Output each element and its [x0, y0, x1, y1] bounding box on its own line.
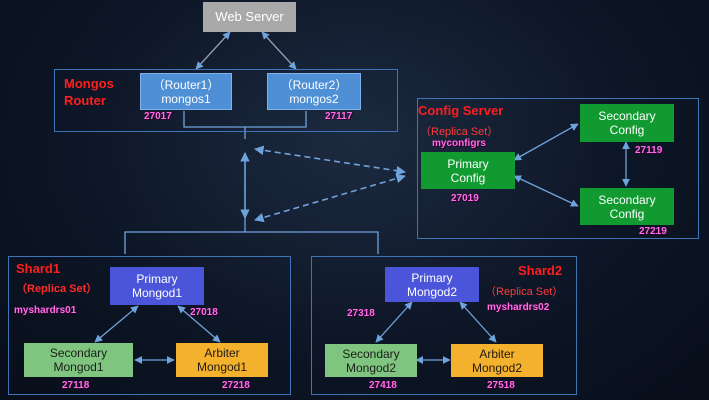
shard2-secondary-line1: Secondary	[342, 346, 400, 361]
shard1-primary-line1: Primary	[136, 272, 178, 286]
shard-split-bracket	[124, 231, 379, 254]
link-shard2-primary-secondary	[375, 301, 413, 343]
config-primary-line2: Config	[450, 170, 486, 185]
config-secondary1-line2: Config	[609, 123, 645, 137]
config-secondary2-line2: Config	[609, 206, 645, 221]
shard1-secondary-port: 27118	[62, 380, 90, 391]
router1-line1: （Router1）	[152, 77, 220, 92]
config-secondary1-line1: Secondary	[598, 109, 656, 123]
mongos-router-region	[54, 69, 398, 132]
shard1-subtitle: （Replica Set）	[16, 283, 98, 295]
shard2-arbiter-line1: Arbiter	[479, 346, 515, 361]
config-server-region	[417, 98, 699, 239]
shard1-region	[8, 256, 291, 395]
config-secondary1-node: Secondary Config	[580, 104, 674, 142]
config-server-subtitle: （Replica Set）	[420, 126, 499, 138]
shard1-secondary-node: Secondary Mongod1	[24, 343, 133, 377]
config-secondary2-port: 27219	[639, 226, 667, 237]
shard2-arbiter-node: Arbiter Mongod2	[451, 344, 543, 377]
config-server-set-name: myconfigrs	[432, 138, 486, 149]
shard1-set-name: myshardrs01	[14, 305, 77, 316]
link-web-router2	[261, 31, 297, 70]
dashed-link-config-lower	[254, 173, 406, 223]
router2-node: （Router2） mongos2	[267, 73, 361, 110]
shard2-arbiter-port: 27518	[487, 380, 515, 391]
shard1-arbiter-line2: Mongod1	[196, 360, 248, 374]
shard2-secondary-line2: Mongod2	[345, 360, 397, 375]
config-primary-line1: Primary	[447, 156, 489, 171]
shard2-arbiter-line2: Mongod2	[471, 360, 523, 375]
shard2-primary-port: 27318	[347, 308, 375, 319]
config-server-title: Config Server	[418, 103, 504, 118]
link-shard2-primary-arbiter	[459, 301, 497, 343]
router1-line2: mongos1	[161, 91, 211, 106]
shard1-primary-line2: Mongod1	[131, 286, 183, 300]
shard2-region	[311, 256, 577, 395]
config-primary-node: Primary Config	[421, 152, 515, 189]
link-shard1-primary-arbiter	[177, 305, 221, 343]
shard2-primary-node: Primary Mongod2	[385, 267, 479, 302]
shard1-secondary-line2: Mongod1	[53, 360, 104, 374]
shard1-arbiter-node: Arbiter Mongod1	[176, 343, 268, 377]
config-primary-port: 27019	[451, 193, 479, 204]
shard2-primary-line1: Primary	[411, 270, 453, 285]
shard1-secondary-line1: Secondary	[49, 346, 108, 360]
config-secondary2-node: Secondary Config	[580, 188, 674, 225]
dashed-link-config-upper	[254, 145, 406, 176]
shard2-secondary-port: 27418	[369, 380, 397, 391]
link-config-primary-secondary2	[513, 175, 579, 207]
shard1-title: Shard1	[16, 261, 61, 276]
config-secondary2-line1: Secondary	[598, 192, 656, 207]
shard2-title: Shard2	[518, 263, 563, 278]
shard2-primary-line2: Mongod2	[406, 284, 458, 299]
web-server-node: Web Server	[203, 2, 296, 32]
router1-port: 27017	[144, 111, 172, 122]
link-config-primary-secondary1	[513, 123, 579, 161]
shard1-arbiter-port: 27218	[222, 380, 250, 391]
shard2-subtitle: （Replica Set）	[485, 286, 564, 298]
mongos-router-title-line2: Router	[64, 93, 106, 108]
router1-node: （Router1） mongos1	[140, 73, 232, 110]
link-web-router1	[195, 31, 231, 70]
shard2-secondary-node: Secondary Mongod2	[325, 344, 417, 377]
mongos-router-title: Mongos Router	[64, 75, 114, 109]
router2-port: 27117	[325, 111, 353, 122]
router2-line2: mongos2	[289, 91, 339, 106]
shard1-arbiter-line1: Arbiter	[204, 346, 240, 360]
shard1-primary-node: Primary Mongod1	[110, 267, 204, 305]
web-server-label: Web Server	[215, 9, 284, 24]
shard1-primary-port: 27018	[190, 307, 218, 318]
shard2-set-name: myshardrs02	[487, 302, 550, 313]
config-secondary1-port: 27119	[635, 145, 663, 156]
mongos-router-title-line1: Mongos	[64, 76, 114, 91]
link-shard1-primary-secondary	[94, 305, 139, 343]
router2-line1: （Router2）	[280, 77, 348, 92]
